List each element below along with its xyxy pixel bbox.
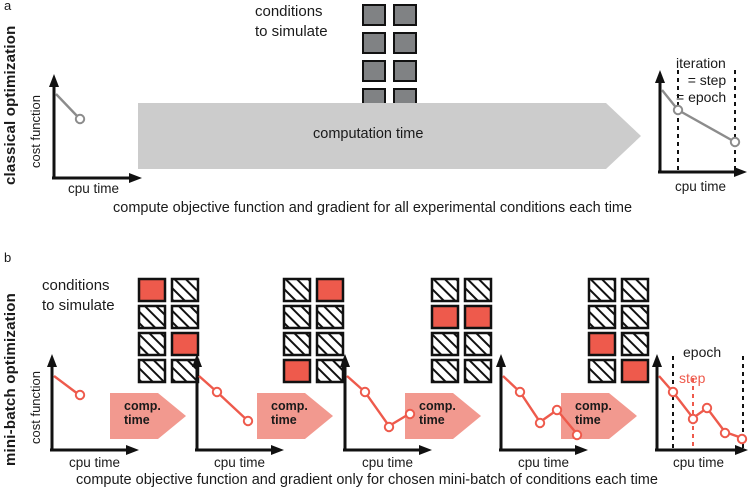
condition-cell (362, 60, 386, 82)
condition-cell-hatch (587, 358, 617, 384)
comp-time-label-2: comp. time (271, 399, 308, 427)
condition-cell (393, 60, 417, 82)
comp-time-line1: comp. (419, 399, 456, 413)
comp-time-label-1: comp. time (124, 399, 161, 427)
panel-b-chart-1-xlabel: cpu time (69, 455, 121, 470)
panel-a-side-label: classical optimization (2, 25, 19, 186)
panel-b-letter: b (4, 250, 12, 265)
panel-b-caption: compute objective function and gradient … (76, 472, 658, 488)
comp-time-line2: time (575, 413, 601, 427)
panel-b-chart-2 (185, 348, 293, 456)
condition-cell-hatch (282, 277, 312, 303)
condition-cell-hatch (315, 358, 345, 384)
condition-cell-hatch (620, 331, 650, 357)
comp-time-line1: comp. (575, 399, 612, 413)
panel-a-iteration-annotation: iteration = step = epoch (676, 55, 726, 106)
condition-cell-hatch (587, 304, 617, 330)
comp-time-arrow-1 (110, 385, 188, 447)
panel-a-conditions-label-line1: conditions (255, 3, 323, 20)
panel-b-conditions-grid-3 (430, 277, 493, 384)
comp-time-line2: time (419, 413, 445, 427)
panel-b-chart-3 (333, 348, 441, 456)
condition-cell (362, 32, 386, 54)
panel-a-conditions-label-line2: to simulate (255, 23, 328, 40)
panel-b-conditions-label-line2: to simulate (42, 297, 115, 314)
condition-cell-hatch (282, 331, 312, 357)
condition-cell-red (315, 277, 345, 303)
panel-b-chart-5-xlabel: cpu time (673, 455, 725, 470)
condition-cell-hatch (463, 277, 493, 303)
annotation-line-step: = step (687, 72, 727, 88)
panel-a-right-chart-xlabel: cpu time (675, 179, 727, 194)
comp-time-line1: comp. (271, 399, 308, 413)
condition-cell-hatch (282, 304, 312, 330)
panel-a-left-chart-ylabel: cost function (28, 95, 43, 168)
panel-b-chart-4-xlabel: cpu time (518, 455, 570, 470)
condition-cell-red (137, 277, 167, 303)
comp-time-line2: time (271, 413, 297, 427)
condition-cell-hatch (137, 358, 167, 384)
condition-cell-hatch (430, 331, 460, 357)
condition-cell-hatch (315, 304, 345, 330)
condition-cell-hatch (170, 277, 200, 303)
step-label: step (679, 370, 706, 386)
panel-a-right-chart (650, 64, 749, 184)
condition-cell-red (430, 304, 460, 330)
condition-cell (393, 32, 417, 54)
condition-cell-hatch (620, 277, 650, 303)
condition-cell-hatch (137, 331, 167, 357)
panel-b-conditions-label-line1: conditions (42, 277, 110, 294)
panel-a-conditions-grid (362, 4, 417, 110)
panel-b-conditions-grid-4 (587, 277, 650, 384)
annotation-line-epoch: = epoch (676, 89, 727, 105)
computation-time-label: computation time (313, 126, 424, 142)
panel-b-chart-4 (489, 348, 597, 456)
condition-cell-red (620, 358, 650, 384)
condition-cell-hatch (430, 277, 460, 303)
panel-b-conditions-grid-2 (282, 277, 345, 384)
comp-time-label-3: comp. time (419, 399, 456, 427)
panel-b-side-label: mini-batch optimization (2, 293, 19, 467)
computation-time-arrow (138, 103, 643, 169)
condition-cell-hatch (620, 304, 650, 330)
condition-cell-hatch (315, 331, 345, 357)
condition-cell-red (170, 331, 200, 357)
condition-cell-hatch (463, 331, 493, 357)
condition-cell-red (587, 331, 617, 357)
panel-b-chart-1 (40, 348, 148, 456)
panel-b-conditions-grid-1 (137, 277, 200, 384)
condition-cell-hatch (430, 358, 460, 384)
condition-cell (362, 4, 386, 26)
annotation-line-iteration: iteration (676, 55, 726, 71)
condition-cell-hatch (170, 304, 200, 330)
panel-a-letter: a (4, 0, 12, 13)
panel-a-left-chart (40, 72, 150, 184)
comp-time-line2: time (124, 413, 150, 427)
comp-time-arrow-3 (405, 385, 483, 447)
condition-cell (393, 4, 417, 26)
comp-time-arrow-2 (257, 385, 335, 447)
condition-cell-hatch (137, 304, 167, 330)
panel-b-chart-1-ylabel: cost function (28, 371, 43, 444)
panel-a-left-chart-xlabel: cpu time (68, 181, 120, 196)
panel-b-chart-2-xlabel: cpu time (214, 455, 266, 470)
comp-time-arrow-4 (561, 385, 639, 447)
comp-time-line1: comp. (124, 399, 161, 413)
condition-cell-red (463, 304, 493, 330)
panel-b-chart-3-xlabel: cpu time (362, 455, 414, 470)
panel-a-caption: compute objective function and gradient … (113, 200, 633, 216)
condition-cell-hatch (463, 358, 493, 384)
panel-b-chart-5 (645, 348, 749, 456)
epoch-label: epoch (683, 344, 722, 360)
comp-time-label-4: comp. time (575, 399, 612, 427)
condition-cell-red (282, 358, 312, 384)
condition-cell-hatch (587, 277, 617, 303)
